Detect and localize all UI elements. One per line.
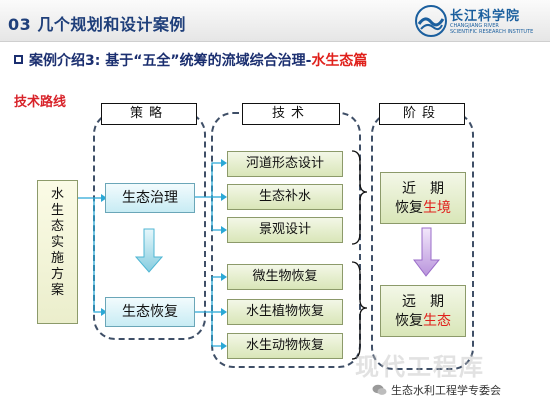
section-label: 技术路线 xyxy=(14,95,67,110)
wave-logo-icon xyxy=(415,5,447,37)
brace-near-term xyxy=(351,150,368,245)
strategy-eco-restoration: 生态恢复 xyxy=(105,297,195,327)
watermark-text: 现代工程库 xyxy=(355,353,485,381)
institute-logo: 长江科学院 CHANGJIANG RIVER SCIENTIFIC RESEAR… xyxy=(414,4,548,40)
tech-channel-morphology: 河道形态设计 xyxy=(227,151,343,177)
tech-ecological-water-supply: 生态补水 xyxy=(227,184,343,210)
subtitle-main: 案例介绍3: 基于“五全”统筹的流域综合治理- xyxy=(29,53,312,69)
wechat-label: 生态水利工程学专委会 xyxy=(391,384,501,397)
wechat-icon xyxy=(372,384,387,395)
tech-aquatic-plant-restoration: 水生植物恢复 xyxy=(227,299,343,325)
column-header-stage: 阶段 xyxy=(379,103,465,125)
down-arrow-icon xyxy=(134,228,164,273)
logo-name: 长江科学院 xyxy=(450,9,521,24)
square-bullet-icon xyxy=(14,55,23,64)
stage-near-term: 近 期 恢复生境 xyxy=(380,172,466,224)
plan-connectors xyxy=(78,197,104,313)
technology-connectors xyxy=(195,162,224,347)
column-header-strategy: 策略 xyxy=(101,103,197,125)
down-arrow-purple-icon xyxy=(413,227,441,277)
arrowhead-icons-technology xyxy=(221,159,227,350)
strategy-eco-governance: 生态治理 xyxy=(105,183,195,213)
stage-long-term: 远 期 恢复生态 xyxy=(380,285,466,337)
logo-english-line1: CHANGJIANG RIVER xyxy=(450,23,499,29)
tech-aquatic-animal-restoration: 水生动物恢复 xyxy=(227,333,343,359)
header-title: 03 几个规划和设计案例 xyxy=(8,15,186,34)
slide-subtitle: 案例介绍3: 基于“五全”统筹的流域综合治理-水生态篇 xyxy=(14,50,367,70)
tech-landscape-design: 景观设计 xyxy=(227,217,343,243)
wechat-footer: 生态水利工程学专委会 xyxy=(372,382,501,398)
subtitle-highlight: 水生态篇 xyxy=(311,53,368,69)
tech-microbial-restoration: 微生物恢复 xyxy=(227,264,343,290)
brace-long-term xyxy=(351,261,368,360)
header-bar: 03 几个规划和设计案例 长江科学院 CHANGJIANG RIVER SCIE… xyxy=(0,0,550,42)
column-header-technology: 技术 xyxy=(242,103,340,125)
logo-english-line2: SCIENTIFIC RESEARCH INSTITUTE xyxy=(450,29,534,35)
plan-box: 水 生 态 实 施 方 案 xyxy=(37,180,78,324)
